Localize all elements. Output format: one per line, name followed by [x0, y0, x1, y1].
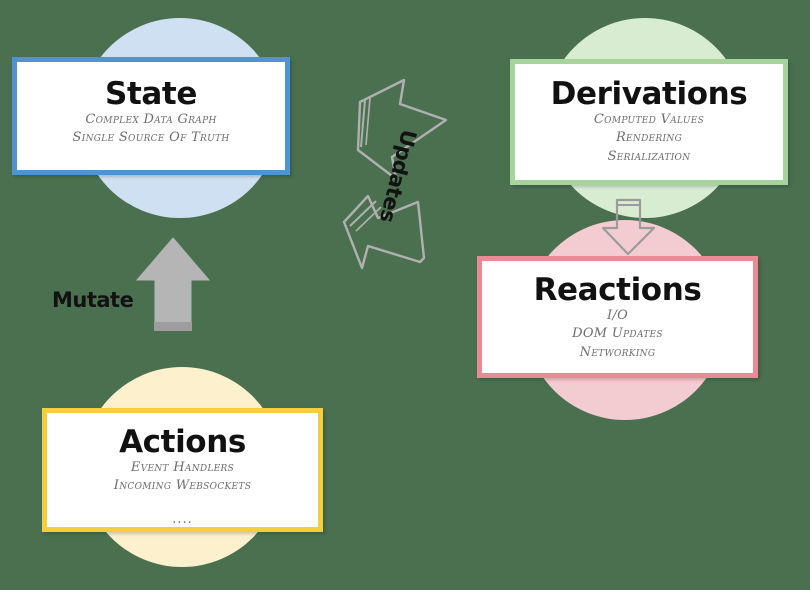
node-derivations-subtitle-1: Computed Values: [593, 111, 705, 127]
node-actions[interactable]: Actions Event Handlers Incoming Websocke…: [42, 408, 323, 532]
node-derivations[interactable]: Derivations Computed Values Rendering Se…: [510, 59, 788, 185]
node-derivations-subtitle-3: Serialization: [607, 148, 691, 164]
node-reactions-subtitle-3: Networking: [579, 344, 656, 360]
node-reactions-title: Reactions: [533, 272, 702, 308]
edge-label-mutate: Mutate: [52, 288, 134, 312]
node-state-title: State: [105, 76, 197, 112]
edge-label-updates: Updates: [374, 127, 421, 225]
node-derivations-title: Derivations: [550, 76, 748, 112]
node-reactions-subtitle-1: I/O: [606, 307, 629, 323]
node-actions-subtitle-1: Event Handlers: [130, 459, 235, 475]
node-derivations-subtitle-2: Rendering: [615, 130, 683, 146]
node-state[interactable]: State Complex Data Graph Single Source O…: [12, 57, 290, 175]
node-actions-ellipsis: ....: [172, 511, 193, 527]
node-reactions[interactable]: Reactions I/O DOM Updates Networking: [477, 256, 758, 378]
arrow-actions-to-state: [135, 237, 211, 331]
node-reactions-subtitle-2: DOM Updates: [572, 326, 663, 342]
node-state-subtitle-2: Single Source Of Truth: [72, 130, 230, 146]
node-actions-subtitle-2: Incoming Websockets: [113, 478, 252, 494]
node-state-subtitle-1: Complex Data Graph: [85, 111, 217, 127]
node-actions-title: Actions: [119, 424, 246, 460]
